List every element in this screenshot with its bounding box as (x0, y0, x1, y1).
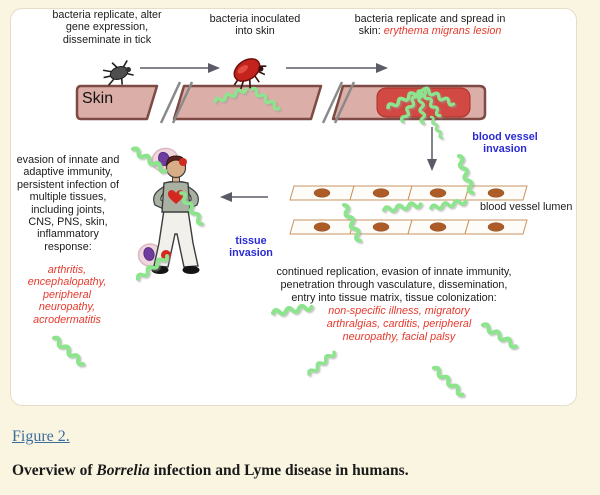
head-lesion-patch (179, 158, 187, 166)
label-skin: Skin (82, 90, 114, 107)
human-figure (151, 155, 200, 274)
label-tissue-invasion: tissue invasion (229, 235, 273, 260)
label-inoculated: bacteria inoculated into skin (209, 13, 301, 38)
label-evasion-red: arthritis, encephalopathy, peripheral ne… (27, 264, 107, 326)
species-name: Borrelia (96, 462, 150, 479)
endothelial-nuclei (313, 188, 505, 232)
figure-panel (10, 8, 577, 406)
figure-link[interactable]: Figure 2. (12, 428, 70, 445)
label-evasion-black: evasion of innate and adaptive immunity,… (16, 154, 120, 253)
label-continued-red: non-specific illness, migratory arthralg… (326, 305, 472, 343)
label-blood-vessel-lumen: blood vessel lumen (480, 201, 573, 213)
tick-icon (102, 60, 134, 86)
flow-arrows (140, 63, 437, 202)
spirochetes (50, 85, 520, 399)
skin-break-marks (159, 81, 356, 124)
label-blood-vessel-invasion: blood vessel invasion (472, 131, 538, 156)
engorged-tick-icon (233, 58, 267, 90)
label-tick-stage: bacteria replicate, alter gene expressio… (52, 9, 162, 46)
label-spread: bacteria replicate and spread in skin: e… (354, 13, 506, 38)
figure-caption: Overview of Borrelia infection and Lyme … (12, 462, 409, 479)
label-continued-black: continued replication, evasion of innate… (276, 266, 512, 304)
